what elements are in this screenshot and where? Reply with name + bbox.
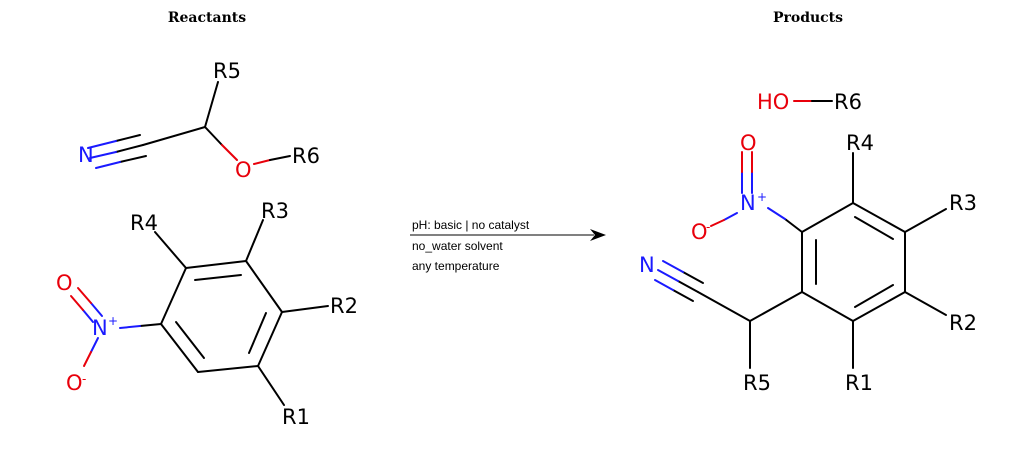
product-r5-label: R5 [743, 371, 771, 395]
r4-label: R4 [130, 211, 158, 235]
r3-label: R3 [261, 199, 289, 223]
condition-ph: pH: basic | no catalyst [412, 218, 530, 232]
product-r4-label: R4 [846, 131, 874, 155]
nitrile-nitrogen-label: N [78, 143, 94, 167]
reactant-cyanohydrin-ether: N O R5 R6 [78, 59, 320, 182]
products-header: Products [773, 10, 843, 26]
product-nitro-oxygen-double-label: O [740, 131, 757, 155]
product-nitro-plus-charge: + [757, 190, 767, 204]
product-nitrile-nitrogen-label: N [639, 253, 655, 277]
hydroxyl-label: HO [757, 90, 789, 114]
product-alcohol: HO R6 [757, 90, 862, 114]
condition-solvent: no_water solvent [412, 239, 503, 253]
r2-label: R2 [330, 294, 358, 318]
product-r2-label: R2 [949, 311, 977, 335]
product-nitro-nitrogen-label: N [740, 191, 756, 215]
product-arylacetonitrile: N N + O O - R4 R3 R2 R1 R5 [639, 131, 977, 395]
product-nitro-minus-charge: - [706, 220, 710, 234]
reactant-nitroarene: N + O O - R4 R3 R2 R1 [56, 199, 358, 429]
ether-oxygen-label: O [235, 158, 252, 182]
nitro-oxygen-minus-label: O [66, 371, 83, 395]
r5-label: R5 [213, 59, 241, 83]
product-r3-label: R3 [949, 191, 977, 215]
reactants-header: Reactants [168, 10, 246, 26]
product-r6-label: R6 [834, 90, 862, 114]
r6-label: R6 [292, 144, 320, 168]
product-r1-label: R1 [845, 371, 873, 395]
reaction-arrow [410, 229, 606, 241]
nitro-oxygen-double-label: O [56, 271, 73, 295]
r1-label: R1 [282, 405, 310, 429]
nitro-plus-charge: + [108, 314, 118, 328]
product-nitro-oxygen-minus-label: O [691, 220, 708, 244]
nitro-minus-charge: - [82, 372, 86, 386]
condition-temperature: any temperature [412, 259, 500, 273]
nitro-nitrogen-label: N [92, 316, 108, 340]
